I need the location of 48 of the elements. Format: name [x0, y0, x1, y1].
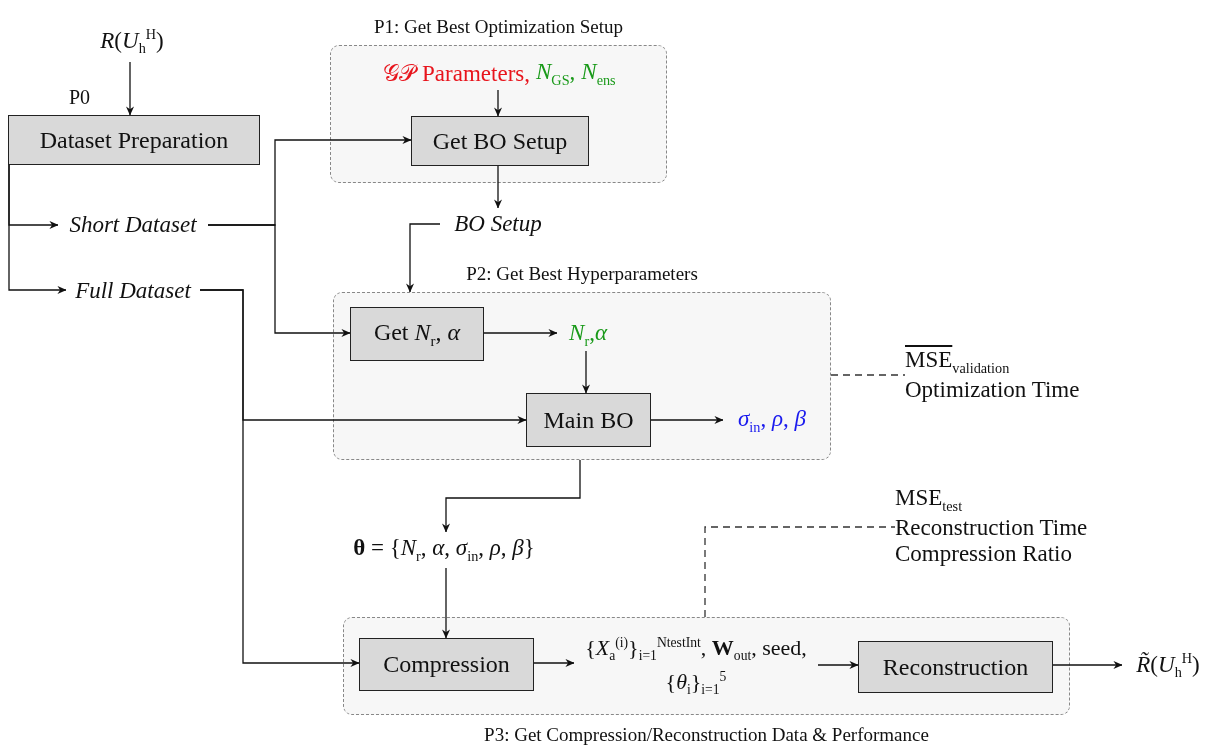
arrow — [817, 660, 859, 670]
box-label: Get BO Setup — [432, 127, 568, 155]
process-box — [350, 307, 484, 361]
arrow — [441, 459, 581, 533]
arrow — [207, 224, 351, 338]
parameter-label: N$_{ens}$ — [581, 59, 616, 89]
math-label: R̃(U$_{h}$$^{H}$) — [1136, 650, 1200, 682]
metric-label: MSE$_{validation}$ — [905, 347, 1010, 377]
metric-label: Reconstruction Time — [895, 514, 1088, 541]
parameter-label: N$_{GS}$, — [536, 59, 576, 89]
parameter-label: σ$_{in}$, ρ, β — [738, 406, 806, 436]
box-label: Get N$_{r}$, α — [373, 318, 461, 350]
process-box — [858, 641, 1053, 693]
arrow — [1052, 660, 1123, 670]
process-box — [411, 116, 589, 166]
group-heading: P2: Get Best Hyperparameters — [466, 263, 698, 284]
arrow — [581, 350, 591, 394]
process-box — [359, 638, 534, 691]
dashed-connector — [830, 374, 906, 376]
arrow — [650, 415, 724, 425]
arrow — [8, 164, 67, 295]
metric-label: MSE$_{test}$ — [895, 485, 963, 515]
arrow — [441, 567, 451, 639]
parameter-label: θ = {N$_{r}$, α, σ$_{in}$, ρ, β} — [353, 535, 535, 565]
metric-label: Compression Ratio — [895, 540, 1072, 567]
arrow — [493, 165, 503, 209]
arrow — [483, 328, 558, 338]
arrow — [199, 289, 527, 425]
box-label: Dataset Preparation — [39, 126, 229, 154]
data-label: Short Dataset — [69, 212, 197, 238]
arrow — [533, 658, 575, 668]
metric-label: Optimization Time — [905, 376, 1080, 403]
group-heading: P3: Get Compression/Reconstruction Data & Performance — [484, 724, 929, 745]
box-label: Main BO — [543, 406, 634, 434]
parameter-label: 𝒢𝒫 Parameters, — [383, 61, 530, 87]
data-label: BO Setup — [454, 211, 542, 237]
data-label: Full Dataset — [75, 278, 191, 304]
arrow — [125, 61, 135, 116]
box-label: Compression — [383, 651, 510, 678]
process-box — [526, 393, 651, 447]
math-label: R(U$_{h}$$^{H}$) — [100, 26, 164, 58]
parameter-label: N$_{r}$,α — [569, 320, 607, 350]
arrow — [493, 89, 503, 117]
process-id-label: P0 — [69, 86, 91, 109]
dashed-connector — [704, 526, 896, 618]
group-heading: P1: Get Best Optimization Setup — [373, 16, 624, 37]
arrow — [405, 223, 441, 293]
box-label: Reconstruction — [882, 653, 1029, 681]
